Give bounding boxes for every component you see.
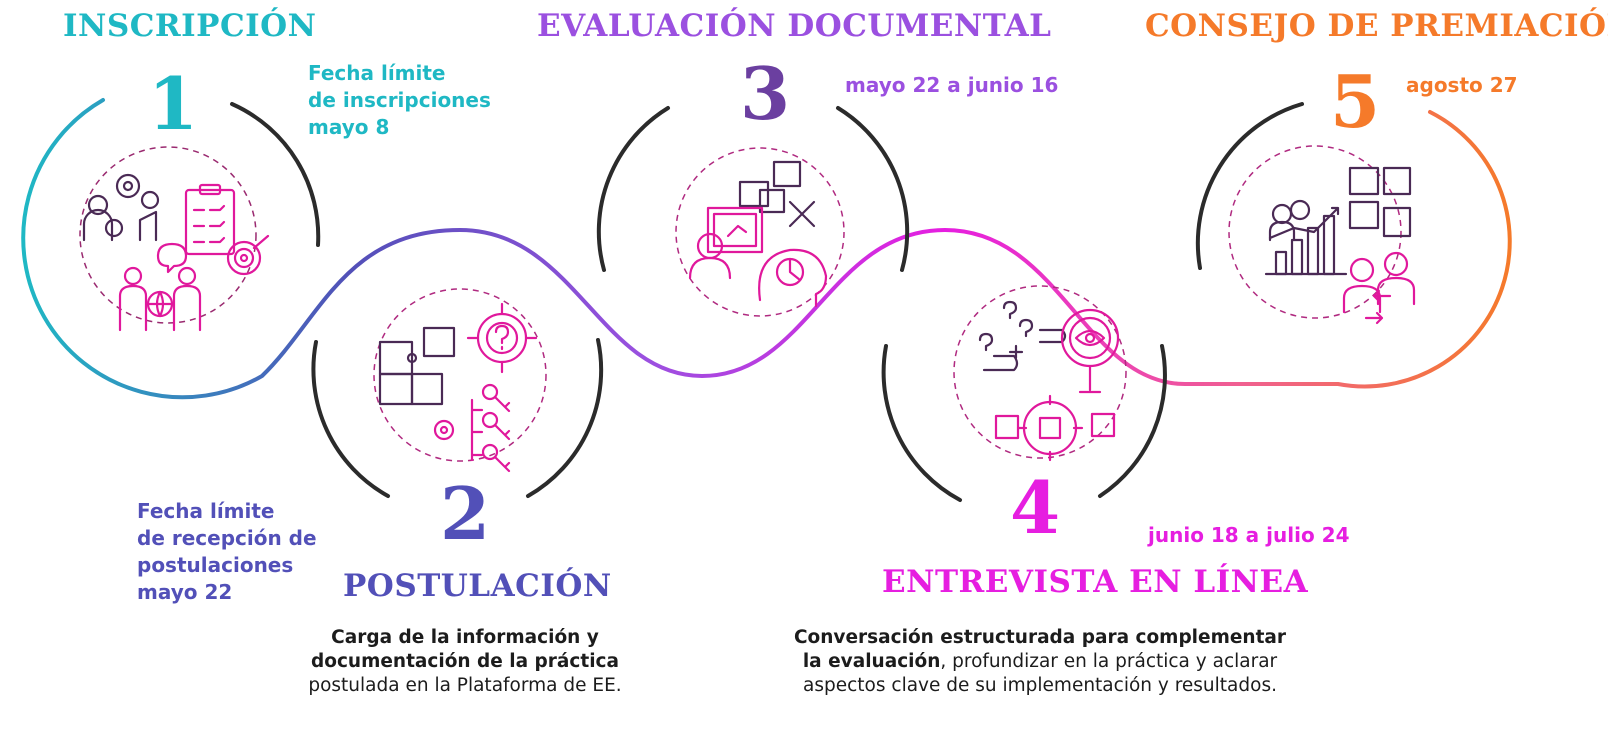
stage-3-ring: [675, 147, 845, 317]
stage-3-date-line-1: mayo 22 a junio 16: [845, 73, 1059, 97]
stage-2-ring: [373, 288, 547, 462]
stage-1-date-line-2: de inscripciones: [308, 88, 491, 112]
presentation-puzzle-head-icon: [688, 160, 828, 308]
stage-5-date: agosto 27: [1406, 72, 1518, 99]
stage-4-ring: [953, 285, 1127, 459]
stage-5-title: CONSEJO DE PREMIACIÓN: [1145, 8, 1608, 44]
stage-1-date-line-1: Fecha límite: [308, 61, 446, 85]
stage-4-arc-left: [881, 344, 962, 502]
stage-1-date-line-3: mayo 8: [308, 115, 390, 139]
stage-3-date: mayo 22 a junio 16: [845, 72, 1058, 99]
stage-5-ring: [1228, 145, 1402, 319]
people-gears-checklist-target-icon: [82, 173, 270, 332]
stage-2-arc-right: [526, 338, 604, 498]
stage-4-description: Conversación estructurada para complemen…: [790, 626, 1290, 698]
stage-5-number: 5: [1330, 59, 1381, 144]
stage-2-date-line-3: postulaciones: [137, 553, 294, 577]
stage-2-date-line-4: mayo 22: [137, 580, 233, 604]
stage-2-number: 2: [440, 471, 491, 556]
stage-4-title: ENTREVISTA EN LÍNEA: [882, 564, 1309, 600]
stage-1-date: Fecha límite de inscripciones mayo 8: [308, 60, 491, 141]
stage-1-title: INSCRIPCIÓN: [63, 8, 317, 44]
stage-4-description-bold: Conversación estructurada para complemen…: [793, 627, 1287, 672]
stage-4-number: 4: [1010, 465, 1061, 550]
stage-2-description: Carga de la información y documentación …: [270, 626, 660, 698]
stage-2-description-text: postulada en la Plataforma de EE.: [308, 675, 622, 696]
magnifier-eye-puzzle-icon: [978, 300, 1120, 462]
team-growth-puzzle-icon: [1264, 166, 1416, 325]
timeline-wave: [21, 98, 1512, 400]
stage-2-date-line-1: Fecha límite: [137, 499, 275, 523]
stage-3-arc: [596, 106, 670, 272]
stage-2-date-line-2: de recepción de: [137, 526, 317, 550]
stage-2-arc-left: [311, 340, 390, 498]
stage-4-description-text: , profundizar en la práctica y aclarar a…: [803, 651, 1278, 696]
stage-1-ring: [79, 146, 257, 324]
stage-2-title: POSTULACIÓN: [343, 568, 612, 604]
stage-3-number: 3: [740, 51, 791, 136]
stage-3-arc-right: [836, 106, 910, 272]
stage-2-date: Fecha límite de recepción de postulacion…: [137, 498, 317, 606]
stage-5-date-line-1: agosto 27: [1406, 73, 1518, 97]
stage-4-date: junio 18 a julio 24: [1148, 522, 1349, 549]
stage-4-arc-right: [1098, 344, 1167, 498]
stage-4-date-line-1: junio 18 a julio 24: [1148, 523, 1350, 547]
stage-5-arc: [1195, 102, 1304, 270]
stage-3-title: EVALUACIÓN DOCUMENTAL: [537, 8, 1052, 44]
stage-1-arc: [230, 102, 321, 247]
stage-2-description-bold: Carga de la información y documentación …: [311, 627, 619, 672]
puzzle-question-keys-icon: [378, 302, 538, 473]
stage-1-number: 1: [148, 61, 199, 146]
